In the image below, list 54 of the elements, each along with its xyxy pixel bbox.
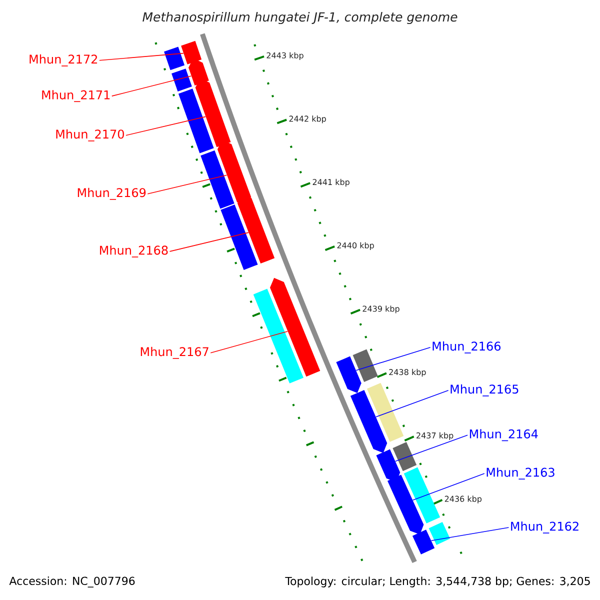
scale-label: 2442 kbp bbox=[289, 116, 326, 124]
scale-label: 2439 kbp bbox=[362, 306, 400, 314]
gene-block bbox=[172, 68, 192, 92]
gene-block bbox=[188, 58, 209, 86]
title: Methanospirillum hungatei JF-1, complete genome bbox=[142, 12, 458, 24]
gene-block bbox=[336, 356, 362, 393]
gene-block bbox=[200, 150, 234, 209]
leader-line bbox=[430, 527, 510, 542]
gene-label: Mhun_2162 bbox=[511, 522, 578, 534]
scale-label: 2443 kbp bbox=[266, 52, 304, 60]
gene-block bbox=[164, 46, 185, 70]
leader-line bbox=[412, 473, 485, 500]
gene-block bbox=[352, 349, 378, 382]
leader-line bbox=[112, 76, 192, 96]
gene-block bbox=[253, 288, 304, 384]
gene-label: Mhun_2165 bbox=[450, 384, 518, 396]
gene-block bbox=[392, 442, 417, 472]
gene-block bbox=[404, 467, 440, 524]
gene-block bbox=[376, 449, 400, 482]
leader-line bbox=[147, 174, 228, 194]
gene-label: Mhun_2172 bbox=[30, 54, 98, 66]
gene-block bbox=[350, 390, 388, 453]
gene-block bbox=[178, 88, 214, 154]
leader-line bbox=[210, 330, 288, 354]
gene-block bbox=[217, 140, 252, 202]
gene-block bbox=[220, 204, 258, 270]
gene-block bbox=[412, 530, 435, 554]
gene-block bbox=[387, 474, 424, 535]
gene-label: Mhun_2168 bbox=[100, 245, 168, 258]
gene-label: Mhun_2166 bbox=[432, 341, 501, 354]
gene-label: Mhun_2164 bbox=[470, 429, 538, 442]
gene-label: Mhun_2169 bbox=[78, 188, 146, 200]
scale-label: 2440 kbp bbox=[337, 242, 374, 250]
leader-line bbox=[356, 347, 431, 371]
gene-block bbox=[270, 278, 320, 377]
gene-block bbox=[181, 40, 202, 64]
gene-block bbox=[195, 78, 231, 148]
leader-line bbox=[99, 52, 184, 61]
genome-info-text: Topology: circular; Length: 3,544,738 bp; Genes: 3,205 bbox=[285, 576, 590, 588]
scale-label: 2436 kbp bbox=[444, 496, 482, 504]
scale-label: 2441 kbp bbox=[312, 178, 350, 187]
scale-label: 2438 kbp bbox=[389, 368, 426, 377]
leader-line bbox=[395, 434, 468, 462]
gene-block bbox=[428, 522, 450, 545]
gene-label: Mhun_2171 bbox=[42, 90, 110, 102]
leader-line bbox=[169, 232, 249, 252]
leader-line bbox=[376, 390, 449, 418]
leader-line bbox=[126, 116, 206, 136]
gene-block bbox=[366, 382, 404, 442]
accession-text: Accession: NC_007796 bbox=[9, 576, 135, 588]
scale-label: 2437 kbp bbox=[416, 432, 454, 440]
gene-label: Mhun_2163 bbox=[486, 468, 554, 480]
gene-label: Mhun_2170 bbox=[56, 129, 124, 142]
gene-label: Mhun_2167 bbox=[140, 346, 208, 359]
